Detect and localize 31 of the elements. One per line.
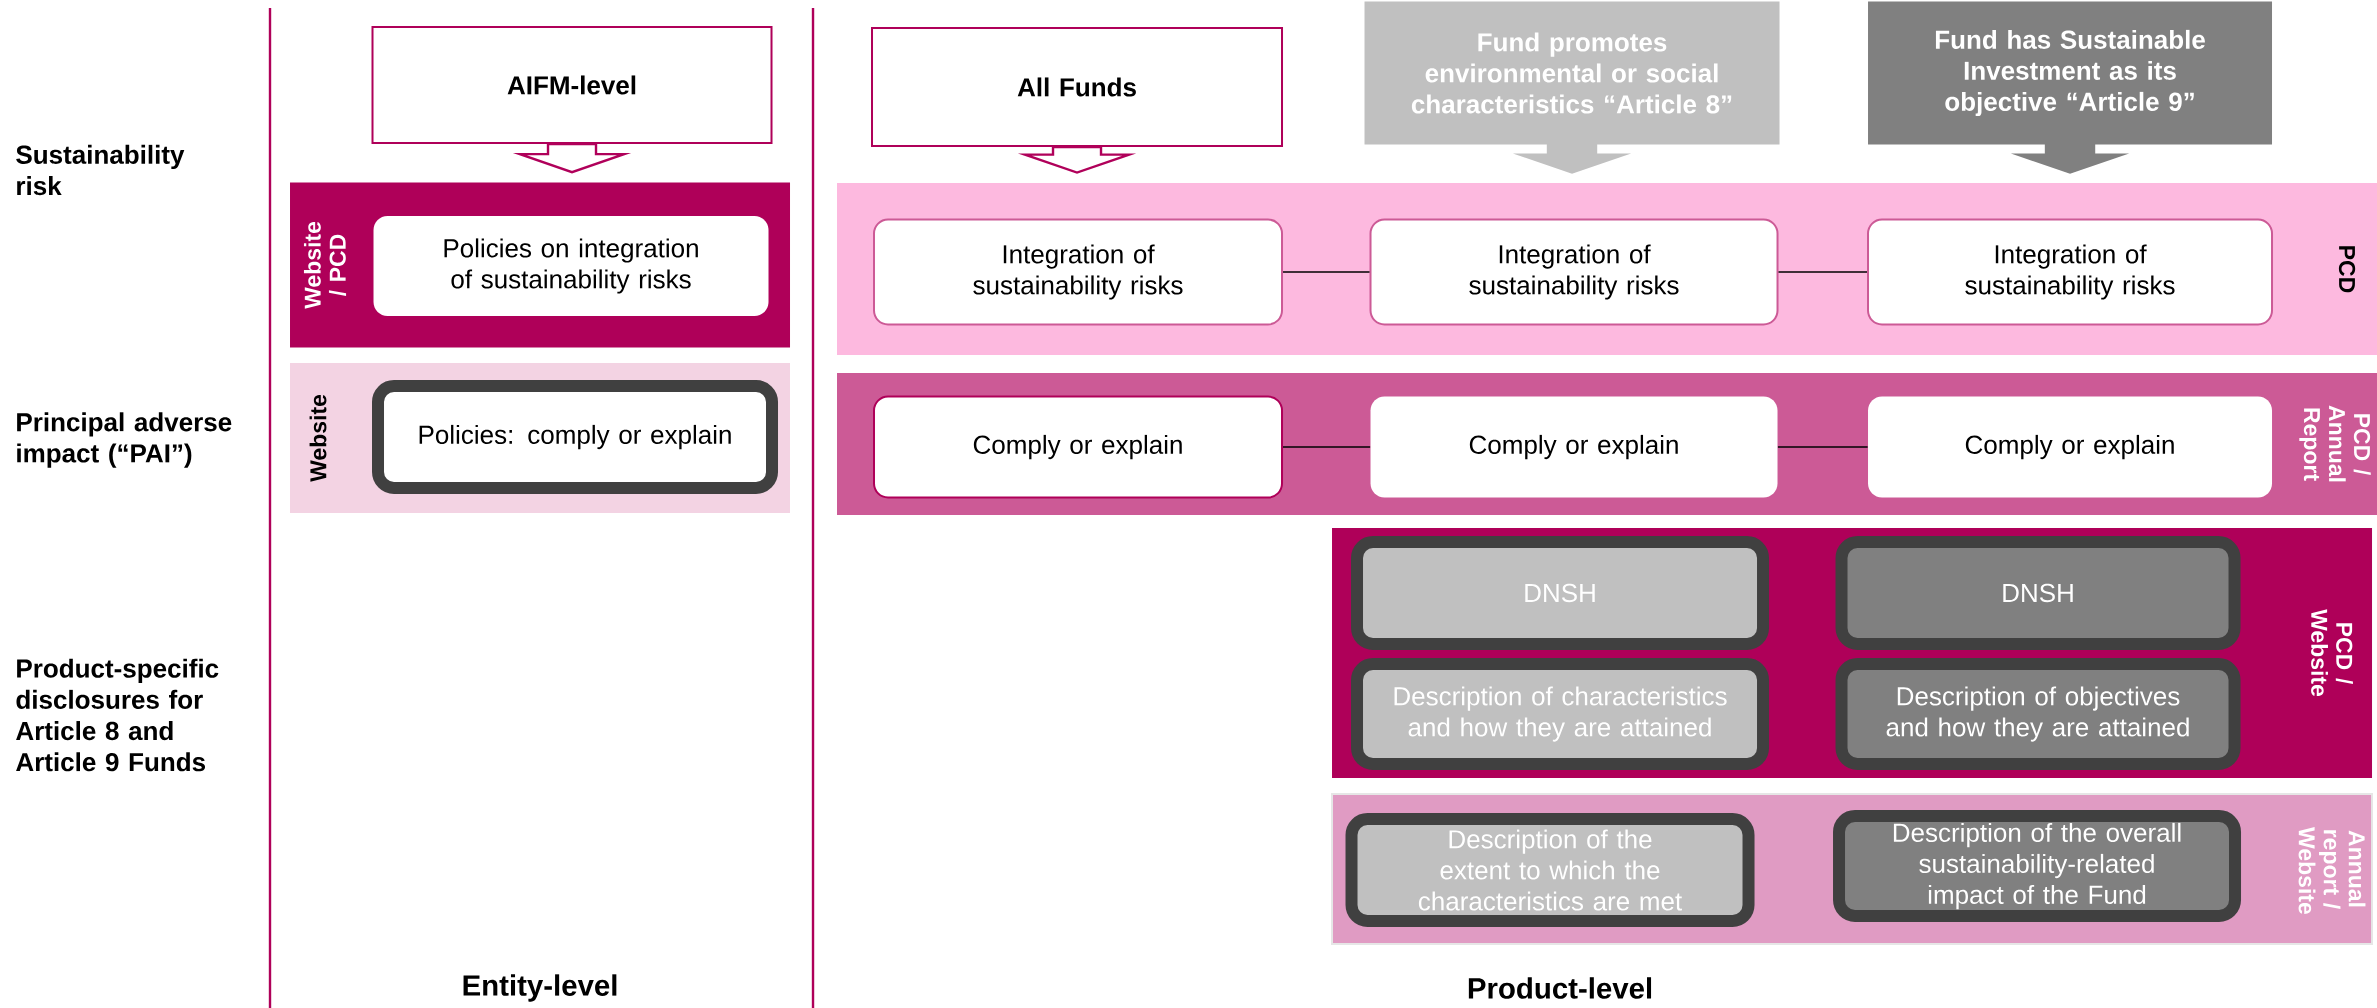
requirement-box: Comply or explain: [1370, 396, 1778, 498]
requirement-box: Integration of sustainability risks: [1867, 218, 2273, 326]
requirement-box: Policies: comply or explain: [372, 380, 778, 494]
column-heading: Product-level: [1468, 977, 1652, 999]
column-heading: Entity-level: [463, 974, 617, 1002]
requirement-box: Description of characteristics and how they are attained: [1351, 658, 1769, 770]
row-heading: Sustainability risk: [16, 144, 185, 196]
requirement-box: Integration of sustainability risks: [1369, 218, 1779, 326]
connector-line: [1282, 271, 1371, 273]
category-box: Fund promotes environmental or social characteristics “Article 8”: [1364, 1, 1780, 145]
connector-line: [1777, 271, 1868, 273]
requirement-box: DNSH: [1351, 536, 1769, 650]
category-box: AIFM-level: [371, 26, 773, 144]
row-heading: Product-specific disclosures for Article 8 and Article 9 Funds: [16, 658, 219, 772]
row-heading: Principal adverse impact (“PAI”): [17, 412, 232, 468]
requirement-box: Description of the extent to which the characteristics are met: [1345, 813, 1755, 927]
block-arrow: [512, 142, 632, 174]
category-box: All Funds: [871, 27, 1283, 147]
requirement-box: DNSH: [1835, 536, 2241, 650]
category-box: Fund has Sustainable Investment as its objective “Article 9”: [1868, 1, 2272, 145]
block-arrow: [2010, 143, 2130, 174]
requirement-box: Description of the overall sustainability-related impact of the Fund: [1833, 810, 2241, 922]
requirement-box: Policies on integration of sustainability risks: [373, 216, 769, 316]
block-arrow: [1512, 143, 1632, 174]
requirement-box: Comply or explain: [1868, 396, 2272, 498]
requirement-box: Description of objectives and how they are attained: [1835, 658, 2241, 770]
connector-line: [1282, 446, 1371, 448]
requirement-box: Integration of sustainability risks: [873, 218, 1283, 326]
requirement-box: Comply or explain: [873, 395, 1283, 499]
block-arrow: [1017, 145, 1137, 174]
connector-line: [1777, 446, 1869, 448]
